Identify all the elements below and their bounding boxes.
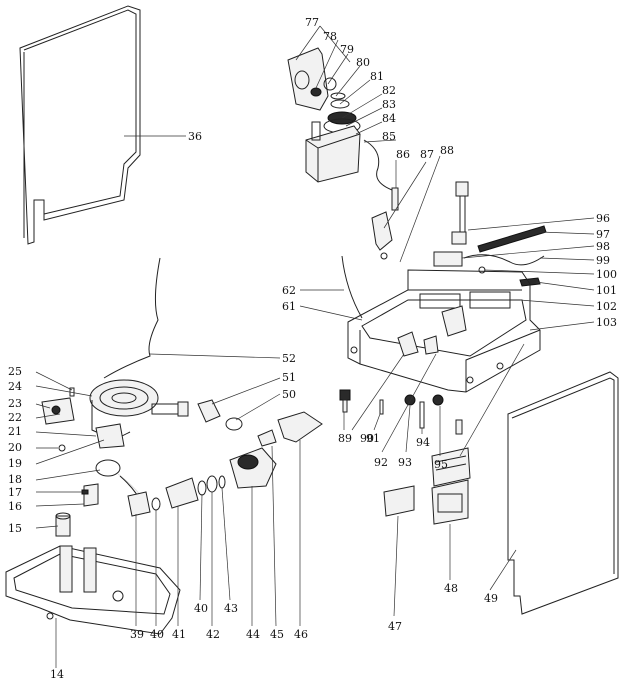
- part-49-side-panel: [507, 371, 619, 615]
- part-102-base-frame: [347, 269, 541, 393]
- label-41: 41: [172, 628, 186, 641]
- label-14: 14: [50, 668, 64, 679]
- label-89: 89: [338, 432, 352, 445]
- label-83: 83: [382, 98, 396, 111]
- label-22: 22: [8, 411, 22, 424]
- label-42: 42: [206, 628, 220, 641]
- label-78: 78: [323, 30, 337, 43]
- label-43: 43: [224, 602, 238, 615]
- part-14-base-tray: [5, 483, 181, 635]
- label-49: 49: [484, 592, 498, 605]
- label-40-a: 40: [150, 628, 164, 641]
- label-18: 18: [8, 473, 22, 486]
- label-87: 87: [420, 148, 434, 161]
- label-101: 101: [596, 284, 617, 297]
- label-84: 84: [382, 112, 396, 125]
- label-81: 81: [370, 70, 384, 83]
- label-80: 80: [356, 56, 370, 69]
- label-21: 21: [8, 425, 22, 438]
- label-45: 45: [270, 628, 284, 641]
- part-47-48-control-boards: [383, 447, 471, 525]
- label-62: 62: [282, 284, 296, 297]
- label-97: 97: [596, 228, 610, 241]
- label-44: 44: [246, 628, 260, 641]
- part-36-side-panel: [19, 5, 141, 245]
- label-100: 100: [596, 268, 617, 281]
- label-17: 17: [8, 486, 22, 499]
- label-23: 23: [8, 397, 22, 410]
- label-19: 19: [8, 457, 22, 470]
- label-96: 96: [596, 212, 610, 225]
- label-82: 82: [382, 84, 396, 97]
- label-20: 20: [8, 441, 22, 454]
- label-52: 52: [282, 352, 296, 365]
- part-62-drain-hose: [341, 255, 363, 319]
- label-15: 15: [8, 522, 22, 535]
- label-48: 48: [444, 582, 458, 595]
- label-88: 88: [440, 144, 454, 157]
- label-77: 77: [305, 16, 319, 29]
- label-91: 91: [366, 432, 380, 445]
- part-number-labels: 77 78 79 80 81 82 83 84 85 86 87 88 36 9…: [8, 16, 617, 679]
- label-86: 86: [396, 148, 410, 161]
- part-52-sump-assembly: [41, 257, 189, 452]
- leader-lines: [35, 25, 595, 668]
- label-46: 46: [294, 628, 308, 641]
- label-98: 98: [596, 240, 610, 253]
- label-102: 102: [596, 300, 617, 313]
- label-85: 85: [382, 130, 396, 143]
- label-79: 79: [340, 43, 354, 56]
- label-24: 24: [8, 380, 22, 393]
- label-51: 51: [282, 371, 296, 384]
- label-94: 94: [416, 436, 430, 449]
- label-16: 16: [8, 500, 22, 513]
- part-39-46-pump-assembly: [95, 411, 323, 517]
- label-61: 61: [282, 300, 296, 313]
- label-95: 95: [434, 458, 448, 471]
- label-90: 90: [360, 432, 374, 445]
- label-40-b: 40: [194, 602, 208, 615]
- label-25: 25: [8, 365, 22, 378]
- part-50-51-heater: [197, 399, 243, 431]
- label-39: 39: [130, 628, 144, 641]
- label-93: 93: [398, 456, 412, 469]
- label-47: 47: [388, 620, 402, 633]
- label-99: 99: [596, 254, 610, 267]
- part-77-85-softener-assembly: [287, 47, 361, 183]
- label-92: 92: [374, 456, 388, 469]
- label-103: 103: [596, 316, 617, 329]
- label-50: 50: [282, 388, 296, 401]
- label-36: 36: [188, 130, 202, 143]
- part-86-88-valve-hoses: [363, 139, 399, 260]
- part-89-95-feet: [339, 389, 463, 435]
